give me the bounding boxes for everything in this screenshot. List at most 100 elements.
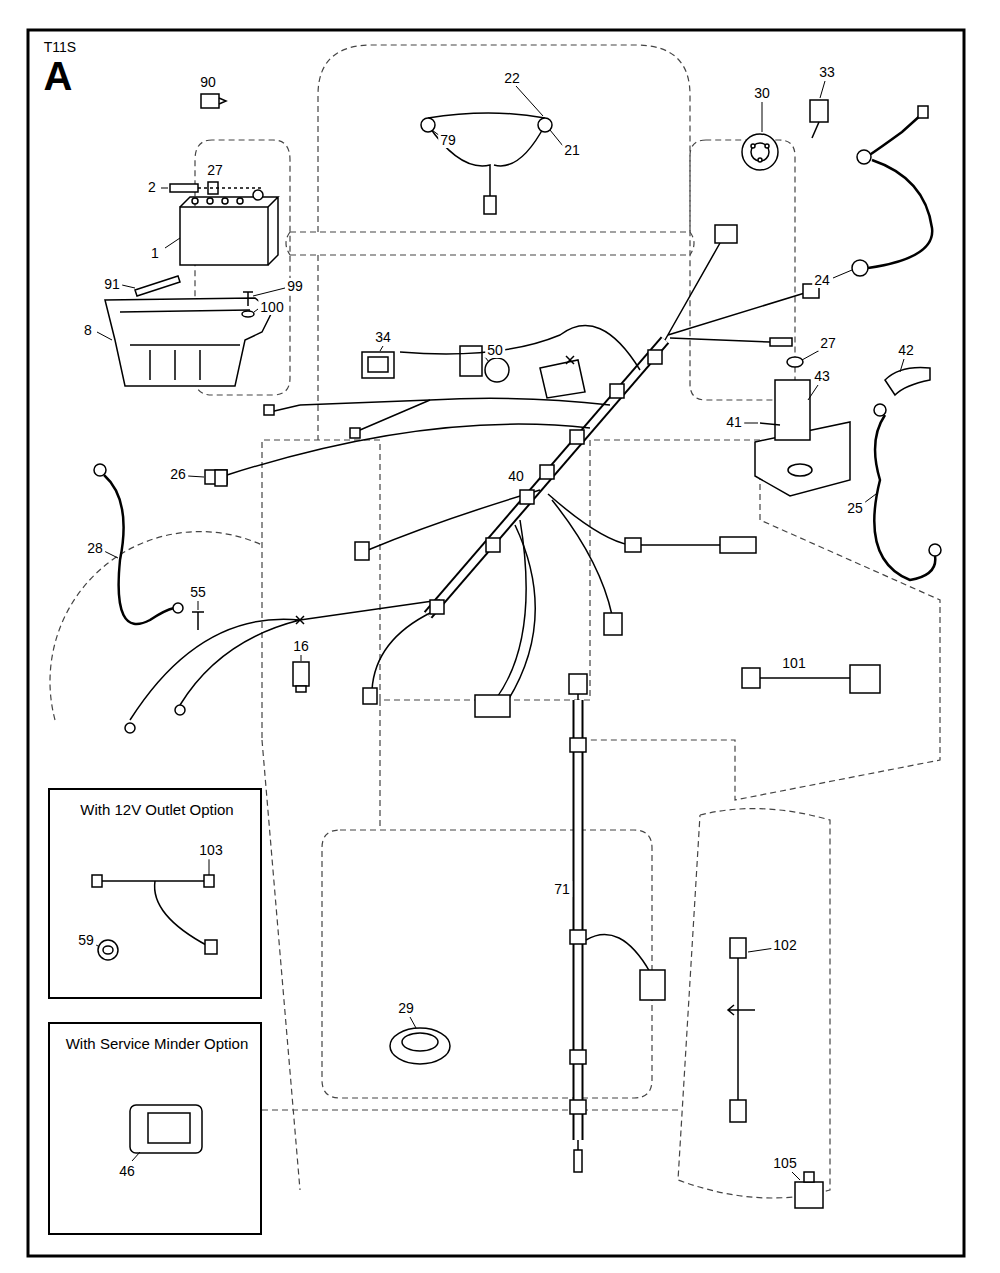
leader-line — [792, 1172, 800, 1180]
wire-harness — [475, 695, 510, 717]
tractor-outline — [286, 232, 694, 255]
starter-solenoid — [775, 380, 810, 440]
wire-harness — [363, 688, 377, 704]
battery-tray — [105, 298, 272, 386]
leader-line — [104, 551, 118, 558]
callout-number: 46 — [117, 1163, 137, 1180]
jumper-harness — [730, 938, 746, 958]
leader-line — [122, 285, 135, 288]
view-letter: A — [42, 55, 75, 97]
ground-cable — [173, 603, 183, 613]
battery-strap — [135, 276, 180, 296]
wire-harness — [400, 326, 640, 370]
callout-number: 101 — [780, 655, 807, 671]
ignition-switch — [742, 100, 828, 170]
headlight-harness — [421, 118, 435, 132]
callout-number: 27 — [818, 335, 838, 351]
starter-solenoid — [787, 357, 803, 367]
jumper-harness — [730, 1100, 746, 1122]
wire-harness — [372, 612, 432, 690]
leader-line — [380, 346, 383, 351]
leader-line — [97, 332, 112, 340]
wire-harness — [428, 340, 665, 615]
starter-solenoid — [760, 423, 780, 425]
harness-part — [742, 668, 760, 688]
callout-number: 30 — [752, 85, 772, 101]
harness-part — [850, 665, 880, 693]
wire-harness — [355, 542, 369, 560]
tractor-outline — [322, 830, 652, 1098]
ignition-switch — [810, 100, 828, 122]
leader-line — [833, 270, 852, 278]
callout-number: 59 — [76, 932, 96, 949]
wire-harness — [175, 705, 185, 715]
callout-number: 41 — [724, 414, 744, 430]
ignition-switch — [751, 143, 769, 161]
option-title: With Service Minder Option — [64, 1035, 251, 1054]
rear-harness — [570, 738, 586, 752]
rear-harness — [575, 700, 582, 1140]
outlet-harness — [205, 940, 217, 954]
rear-harness — [569, 674, 665, 1172]
wire-harness — [125, 723, 135, 733]
battery-cable — [918, 106, 928, 118]
battery-cable — [857, 150, 871, 164]
rocker-switch — [368, 357, 388, 372]
wire-harness — [264, 405, 274, 415]
ignition-switch — [742, 134, 778, 170]
headlight-harness — [428, 113, 545, 118]
tractor-outline — [678, 809, 830, 1198]
wire-harness — [570, 430, 584, 444]
callout-number: 103 — [197, 842, 224, 859]
battery — [222, 198, 228, 204]
battery — [192, 198, 198, 204]
callout-number: 33 — [817, 64, 837, 80]
wire-harness — [548, 494, 740, 545]
rear-harness — [570, 930, 586, 944]
battery — [180, 197, 278, 265]
leader-line — [762, 102, 763, 132]
outlet-harness — [103, 946, 113, 954]
leader-line — [209, 858, 210, 875]
wire-harness — [270, 400, 430, 430]
battery — [170, 184, 198, 192]
outlet-harness — [98, 940, 118, 960]
leader-line — [132, 1152, 140, 1161]
screw — [192, 612, 204, 630]
harness-part — [760, 677, 850, 679]
tractor-outline — [262, 1109, 680, 1110]
rear-harness — [586, 934, 650, 972]
wire-harness — [428, 340, 665, 615]
wire-harness — [552, 500, 612, 615]
battery-cable — [868, 160, 932, 268]
callout-number: 21 — [562, 142, 582, 158]
outlet-harness — [204, 875, 214, 887]
callout-number: 2 — [146, 179, 158, 195]
callout-number: 25 — [845, 500, 865, 516]
tractor-outline — [317, 255, 318, 440]
option-title: With 12V Outlet Option — [78, 801, 235, 820]
harness-part — [742, 665, 880, 693]
wire-harness — [430, 600, 444, 614]
wire-harness — [520, 490, 534, 504]
tractor-outline — [50, 45, 940, 1198]
ground-cable — [94, 464, 106, 476]
wire-harness — [604, 613, 622, 635]
battery-strap — [135, 276, 180, 296]
wire-harness — [296, 356, 574, 624]
callout-number: 1 — [149, 245, 161, 261]
headlight-harness — [484, 196, 496, 214]
grommet — [390, 1028, 450, 1064]
callout-number: 34 — [373, 329, 393, 345]
starter-solenoid — [885, 368, 930, 396]
battery-tray — [105, 292, 272, 386]
ground-cable — [874, 415, 935, 580]
connector-part — [201, 94, 226, 108]
rear-harness — [569, 674, 587, 694]
outlet-harness — [100, 881, 208, 946]
callout-number: 55 — [188, 584, 208, 600]
tractor-outline — [262, 740, 300, 1190]
connector-part — [219, 98, 226, 104]
headlight-harness — [538, 118, 552, 132]
rear-harness — [570, 1050, 586, 1064]
